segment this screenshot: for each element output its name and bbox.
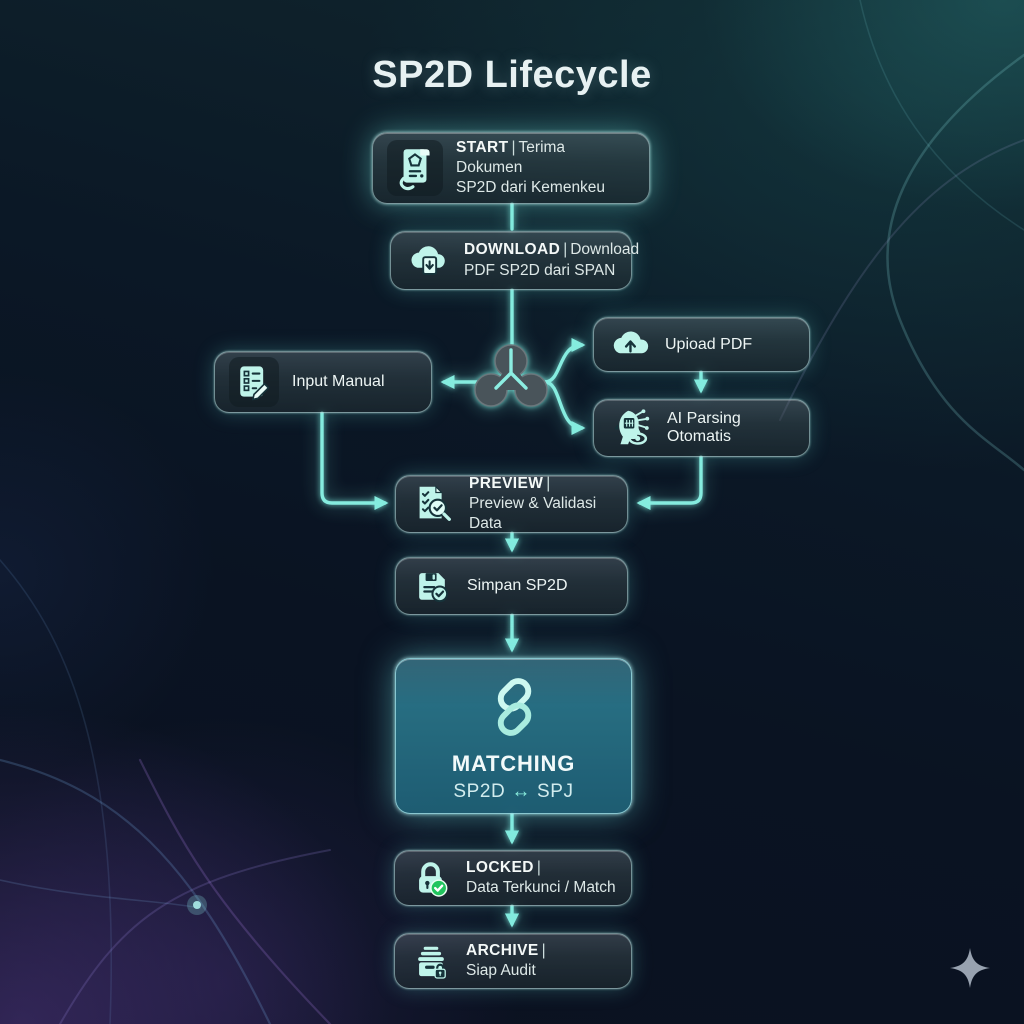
- flow-node-download: DOWNLOAD|Download PDF SP2D dari SPAN: [390, 231, 639, 290]
- connector-input-preview: [320, 411, 389, 511]
- chain-link-icon: [476, 669, 552, 745]
- flow-node-input-manual: Input Manual: [214, 351, 432, 413]
- flow-node-start-text: START|Terima Dokumen SP2D dari Kemenkeu: [456, 138, 606, 197]
- flow-node-simpan-label: Simpan SP2D: [467, 577, 568, 594]
- form-pencil-icon: [229, 357, 279, 407]
- connector-branch-ai: [543, 380, 586, 436]
- flow-node-ai-parsing-label: AI Parsing Otomatis: [667, 410, 741, 445]
- flow-node-preview-text: PREVIEW| Preview & Validasi Data: [469, 474, 597, 533]
- flow-node-matching: MATCHING SP2D↔SPJ: [395, 658, 632, 814]
- floppy-check-icon: [410, 564, 454, 608]
- flow-node-matching-title: MATCHING: [451, 751, 576, 776]
- page-title: SP2D Lifecycle: [372, 54, 652, 96]
- flow-node-download-text: DOWNLOAD|Download PDF SP2D dari SPAN: [464, 241, 640, 279]
- checklist-magnifier-icon: [410, 481, 456, 527]
- flow-node-matching-subtitle: SP2D↔SPJ: [453, 781, 574, 802]
- sparkle-icon: [950, 948, 990, 988]
- connector-branch-upload: [543, 337, 586, 384]
- flow-node-simpan: Simpan SP2D: [395, 557, 628, 615]
- flow-node-upload-pdf-label: Upioad PDF: [665, 335, 753, 353]
- flow-node-input-manual-label: Input Manual: [292, 373, 385, 390]
- flow-node-preview: PREVIEW| Preview & Validasi Data: [395, 475, 628, 533]
- flow-node-locked: LOCKED| Data Terkunci / Match: [394, 850, 632, 906]
- flow-node-upload-pdf: Upioad PDF: [593, 317, 810, 372]
- connector-ai-preview: [636, 455, 703, 511]
- bidirectional-arrow-icon: ↔: [511, 781, 531, 802]
- cloud-upload-icon: [608, 323, 652, 367]
- cloud-download-icon: [405, 238, 451, 284]
- scroll-document-icon: [387, 140, 443, 196]
- flow-node-archive-text: ARCHIVE| Siap Audit: [466, 941, 546, 979]
- padlock-check-icon: [409, 856, 453, 900]
- ai-head-icon: [608, 405, 654, 451]
- archive-lock-icon: [409, 939, 453, 983]
- flow-node-start: START|Terima Dokumen SP2D dari Kemenkeu: [372, 132, 650, 204]
- branch-y-glyph: [494, 348, 528, 390]
- flow-node-ai-parsing: AI Parsing Otomatis: [593, 399, 810, 457]
- flow-node-archive: ARCHIVE| Siap Audit: [394, 933, 632, 989]
- flow-node-locked-text: LOCKED| Data Terkunci / Match: [466, 858, 616, 896]
- branch-junction: [474, 344, 548, 407]
